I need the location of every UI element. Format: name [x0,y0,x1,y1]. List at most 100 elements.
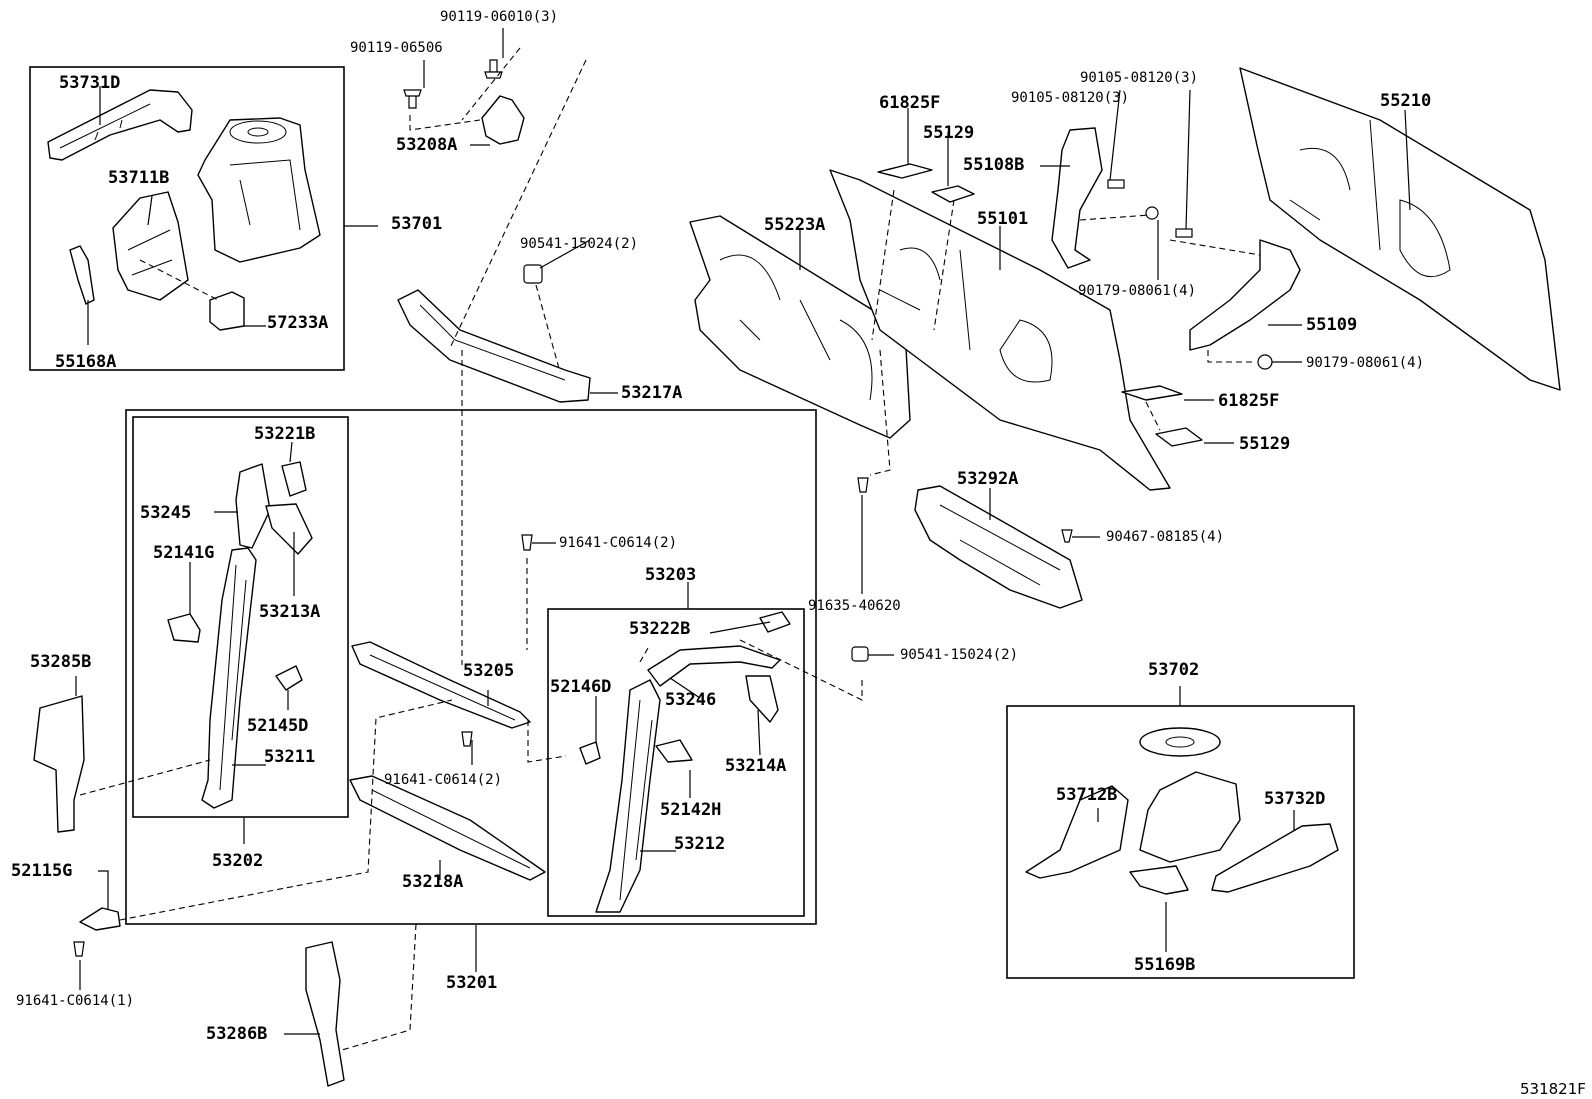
label-53212: 53212 [674,834,725,854]
part-shape-55169B [1129,865,1189,895]
group-frame-53701 [29,66,345,371]
part-shape-55108B [1051,127,1103,269]
label-53246: 53246 [665,690,716,710]
label-53711B: 53711B [108,168,169,188]
part-shape-53701-strut-tower [197,117,321,263]
label-90467-08185: 90467-08185(4) [1106,529,1224,545]
label-90105-08120-b: 90105-08120(3) [1011,90,1129,106]
label-55108B: 55108B [963,155,1024,175]
label-53702: 53702 [1148,660,1199,680]
bolt-90105-08120-b [1175,228,1193,238]
label-90105-08120-a: 90105-08120(3) [1080,70,1198,86]
label-53292A: 53292A [957,469,1018,489]
label-55109: 55109 [1306,315,1357,335]
label-55101: 55101 [977,209,1028,229]
label-53213A: 53213A [259,602,320,622]
bolt-90119-06506 [403,89,422,109]
part-shape-61825F-a [877,163,933,179]
label-90179-08061-b: 90179-08061(4) [1306,355,1424,371]
label-53202: 53202 [212,851,263,871]
label-52142H: 52142H [660,800,721,820]
label-91635-40620: 91635-40620 [808,598,901,614]
part-shape-52115G [79,907,121,931]
label-53221B: 53221B [254,424,315,444]
part-shape-53222B [759,611,791,633]
part-shape-52146D [579,741,601,765]
label-91641-C0614-c: 91641-C0614(1) [16,993,134,1009]
dashed-alignment-lines [79,47,1261,1051]
part-shape-53221B [281,461,307,497]
label-90119-06010: 90119-06010(3) [440,9,558,25]
group-frame-53203 [547,608,805,917]
part-shape-53214A [745,675,779,723]
label-55223A: 55223A [764,215,825,235]
part-shape-55129-a [931,185,975,203]
label-90179-08061-a: 90179-08061(4) [1078,283,1196,299]
label-53217A: 53217A [621,383,682,403]
diagram-code: 531821F [1520,1080,1586,1098]
label-52115G: 52115G [11,861,72,881]
part-shape-53292A [914,485,1083,609]
label-52146D: 52146D [550,677,611,697]
bolt-91641-C0614-b [461,731,473,747]
part-shape-53245 [235,463,271,549]
part-shape-55223A [689,215,911,439]
part-shape-53285B [33,695,85,833]
label-90541-15024-b: 90541-15024(2) [900,647,1018,663]
part-shape-53712B [1025,785,1129,879]
part-shape-55168A [69,245,95,305]
label-53701: 53701 [391,214,442,234]
part-shape-53211 [201,547,257,809]
label-61825F-a: 61825F [879,93,940,113]
label-55168A: 55168A [55,352,116,372]
label-90119-06506: 90119-06506 [350,40,443,56]
label-53732D: 53732D [1264,789,1325,809]
label-55129-b: 55129 [1239,434,1290,454]
part-shape-53208A [481,95,525,145]
part-shape-53286B [305,941,345,1087]
label-55129-a: 55129 [923,123,974,143]
label-53205: 53205 [463,661,514,681]
label-53211: 53211 [264,747,315,767]
part-shape-57233A [209,291,245,331]
part-shape-53217A [397,289,591,403]
label-90541-15024-a: 90541-15024(2) [520,236,638,252]
label-53218A: 53218A [402,872,463,892]
part-shape-53732D [1211,823,1339,893]
part-shape-52145D [275,665,303,691]
label-53208A: 53208A [396,135,457,155]
label-52141G: 52141G [153,543,214,563]
part-shape-53731D [47,89,193,161]
part-shape-53205 [351,641,531,729]
part-shape-53212 [595,679,661,913]
bolt-90467-08185 [1061,529,1073,543]
label-55169B: 55169B [1134,955,1195,975]
part-shape-53702-tower [1139,771,1241,863]
label-57233A: 57233A [267,313,328,333]
bolt-90105-08120-a [1107,179,1125,189]
label-53214A: 53214A [725,756,786,776]
label-53285B: 53285B [30,652,91,672]
part-shape-55109 [1189,239,1301,351]
label-53201: 53201 [446,973,497,993]
part-shape-55129-b [1155,427,1203,447]
label-53203: 53203 [645,565,696,585]
label-53712B: 53712B [1056,785,1117,805]
bolt-91635-40620 [857,477,869,493]
label-53245: 53245 [140,503,191,523]
bolt-90119-06010 [484,59,503,79]
part-shape-53711B [112,191,189,301]
label-53222B: 53222B [629,619,690,639]
part-shape-53702-top [1139,727,1221,757]
part-shape-52142H [655,739,693,763]
part-shape-52141G [167,613,201,643]
label-91641-C0614-b: 91641-C0614(2) [384,772,502,788]
label-53731D: 53731D [59,73,120,93]
bolt-91641-C0614-c [73,941,85,957]
part-shape-53218A [349,775,546,881]
part-shape-53213A [265,503,313,555]
nut-90179-08061-b [1257,354,1273,370]
group-frame-53201 [125,409,817,925]
nut-90179-08061-a [1145,206,1159,220]
